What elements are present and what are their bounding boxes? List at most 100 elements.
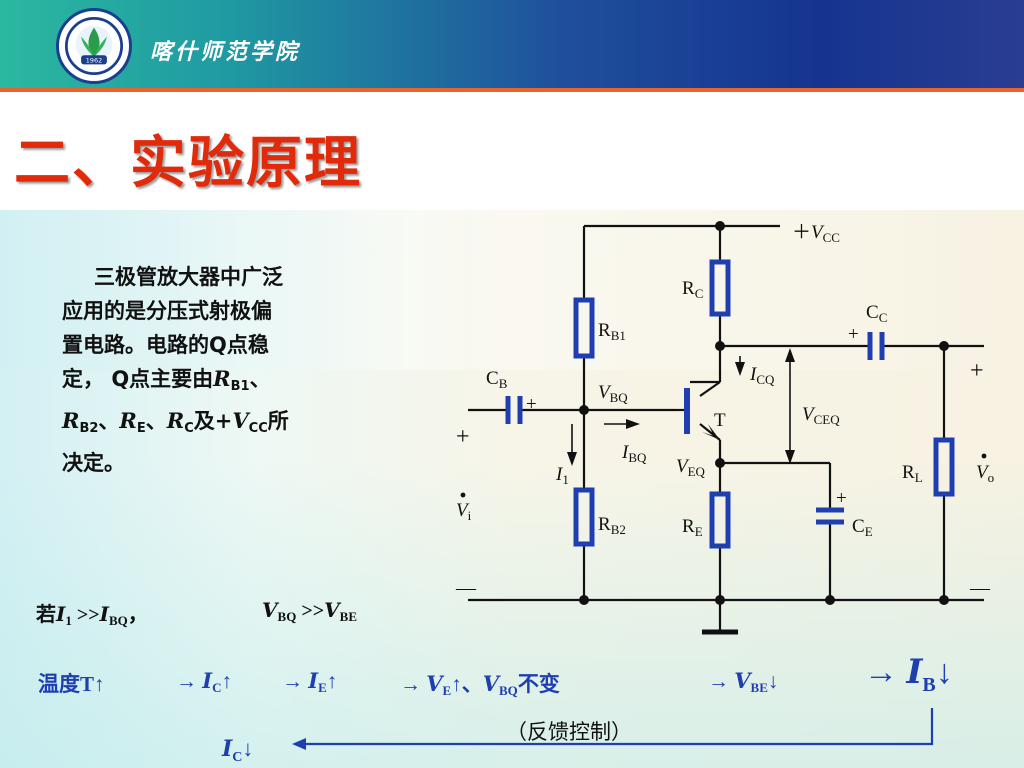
ce-plus: + <box>836 488 847 509</box>
title-band <box>0 92 1024 210</box>
ce-label: CE <box>852 516 873 539</box>
ibq-label: IBQ <box>621 442 647 465</box>
page-title: 二、实验原理 <box>14 131 362 196</box>
intro-line4a: 定， <box>62 367 104 391</box>
intro-b2-sub: B2 <box>79 421 99 436</box>
junction-dot <box>715 458 725 468</box>
condition-vbe-sub: BE <box>339 609 357 624</box>
feedback-arrow-line <box>296 708 934 746</box>
chain-ve-vbq: → VE↑、VBQ不变 <box>400 671 560 698</box>
transistor-label: T <box>714 410 726 431</box>
intro-r-symbol-2: R <box>62 408 80 433</box>
intro-and: 及 <box>193 409 215 433</box>
junction-dot <box>715 595 725 605</box>
i1-label: I1 <box>555 464 569 487</box>
junction-dot <box>715 221 725 231</box>
chain-ic-result: IC↓ <box>222 736 254 765</box>
condition-i1-sub: 1 <box>65 613 72 628</box>
feedback-label: （反馈控制） <box>506 720 632 744</box>
school-name: 喀什师范学院 <box>150 39 301 65</box>
rl-label: RL <box>902 462 923 485</box>
ibq-arrow-icon <box>626 419 640 429</box>
intro-line1: 三极管放大器中广泛 <box>94 265 283 289</box>
junction-dot <box>939 595 949 605</box>
junction-dot <box>579 595 589 605</box>
transistor-base-bar <box>684 388 690 434</box>
chain-ie: → IE↑ <box>282 668 338 695</box>
output-minus: — <box>969 577 991 599</box>
resistor-rb1 <box>573 297 595 359</box>
intro-line4b: 点主要由 <box>129 367 214 391</box>
intro-r-symbol-3: R <box>119 408 137 433</box>
arrow-heads <box>292 348 987 750</box>
input-minus: — <box>455 577 477 599</box>
condition-vbq-sub: BQ <box>277 609 297 624</box>
intro-e-sub: E <box>136 421 146 436</box>
junction-dot <box>715 341 725 351</box>
junction-dot <box>579 405 589 415</box>
vi-label: Vi <box>456 500 472 523</box>
condition-gg: >> <box>71 604 100 626</box>
vo-dot <box>981 453 987 459</box>
resistor-rb2 <box>573 487 595 547</box>
intro-sep-1: 、 <box>249 367 271 391</box>
icq-arrow-icon <box>735 362 745 376</box>
vceq-label: VCEQ <box>802 404 840 427</box>
re-label: RE <box>682 516 703 539</box>
header-divider <box>0 88 1024 92</box>
vbq-label: VBQ <box>598 382 628 405</box>
intro-r-symbol: R <box>213 366 231 391</box>
chain-temp: 温度T↑ <box>38 672 105 696</box>
cb-label: CB <box>486 368 508 391</box>
vceq-arrow-down-icon <box>785 450 795 464</box>
resistor-re <box>709 491 731 549</box>
intro-line3a: 置电路。电路的 <box>62 333 209 357</box>
condition-comma: ， <box>127 604 148 626</box>
rb1-label: RB1 <box>598 320 626 343</box>
chain-ic: → IC↑ <box>176 668 232 695</box>
vi-dot <box>460 492 466 498</box>
cc-label: CC <box>866 302 887 325</box>
vceq-arrow-up-icon <box>785 348 795 362</box>
intro-cc-sub: CC <box>248 421 268 436</box>
output-plus: + <box>970 358 984 384</box>
condition-line: 若I1 >>IBQ， VBQ >>VBE <box>36 598 357 629</box>
chain-ib: → IB↓ <box>864 652 953 696</box>
rc-label: RC <box>682 278 703 301</box>
i1-arrow-icon <box>567 452 577 466</box>
intro-sep-3: 、 <box>145 409 167 433</box>
circuit-wires <box>296 224 984 746</box>
condition-vbq-vbe: VBQ >>VBE <box>262 598 357 625</box>
cb-plus: + <box>526 394 537 415</box>
intro-vcc-symbol: +V <box>214 408 249 433</box>
intro-r-symbol-4: R <box>166 408 185 433</box>
intro-line2: 应用的是分压式射极偏 <box>62 299 272 323</box>
junction-dot <box>939 341 949 351</box>
condition-ibq: I <box>99 602 110 626</box>
input-plus: + <box>456 424 470 450</box>
intro-line5-end: 所 <box>267 409 289 433</box>
intro-q-symbol-2: Q <box>111 367 130 391</box>
resistor-rc <box>709 259 731 317</box>
intro-sep-2: 、 <box>98 409 120 433</box>
condition-vbq: V <box>262 598 278 622</box>
resistor-rl <box>933 437 955 497</box>
intro-line3b: 点稳 <box>226 333 269 357</box>
condition-vbe: V <box>324 598 340 622</box>
emitter-arrow-icon <box>702 424 720 440</box>
logo-year: 1962 <box>86 57 102 65</box>
cc-plus: + <box>848 324 859 345</box>
decorative-band <box>0 210 1024 370</box>
intro-line6: 决定。 <box>62 451 125 475</box>
condition-ruo: 若 <box>36 604 56 626</box>
intro-paragraph: 三极管放大器中广泛 应用的是分压式射极偏 置电路。电路的Q点稳 定， Q点主要由… <box>62 260 362 480</box>
junction-dot <box>825 595 835 605</box>
intro-b1-sub: B1 <box>230 379 250 394</box>
veq-label: VEQ <box>676 456 706 479</box>
chain-vbe: → VBE↓ <box>708 668 779 695</box>
condition-ibq-sub: BQ <box>109 613 128 628</box>
rb2-label: RB2 <box>598 514 626 537</box>
logo-emblem-icon: 1962 <box>64 16 124 76</box>
vo-label: Vo <box>976 462 994 485</box>
